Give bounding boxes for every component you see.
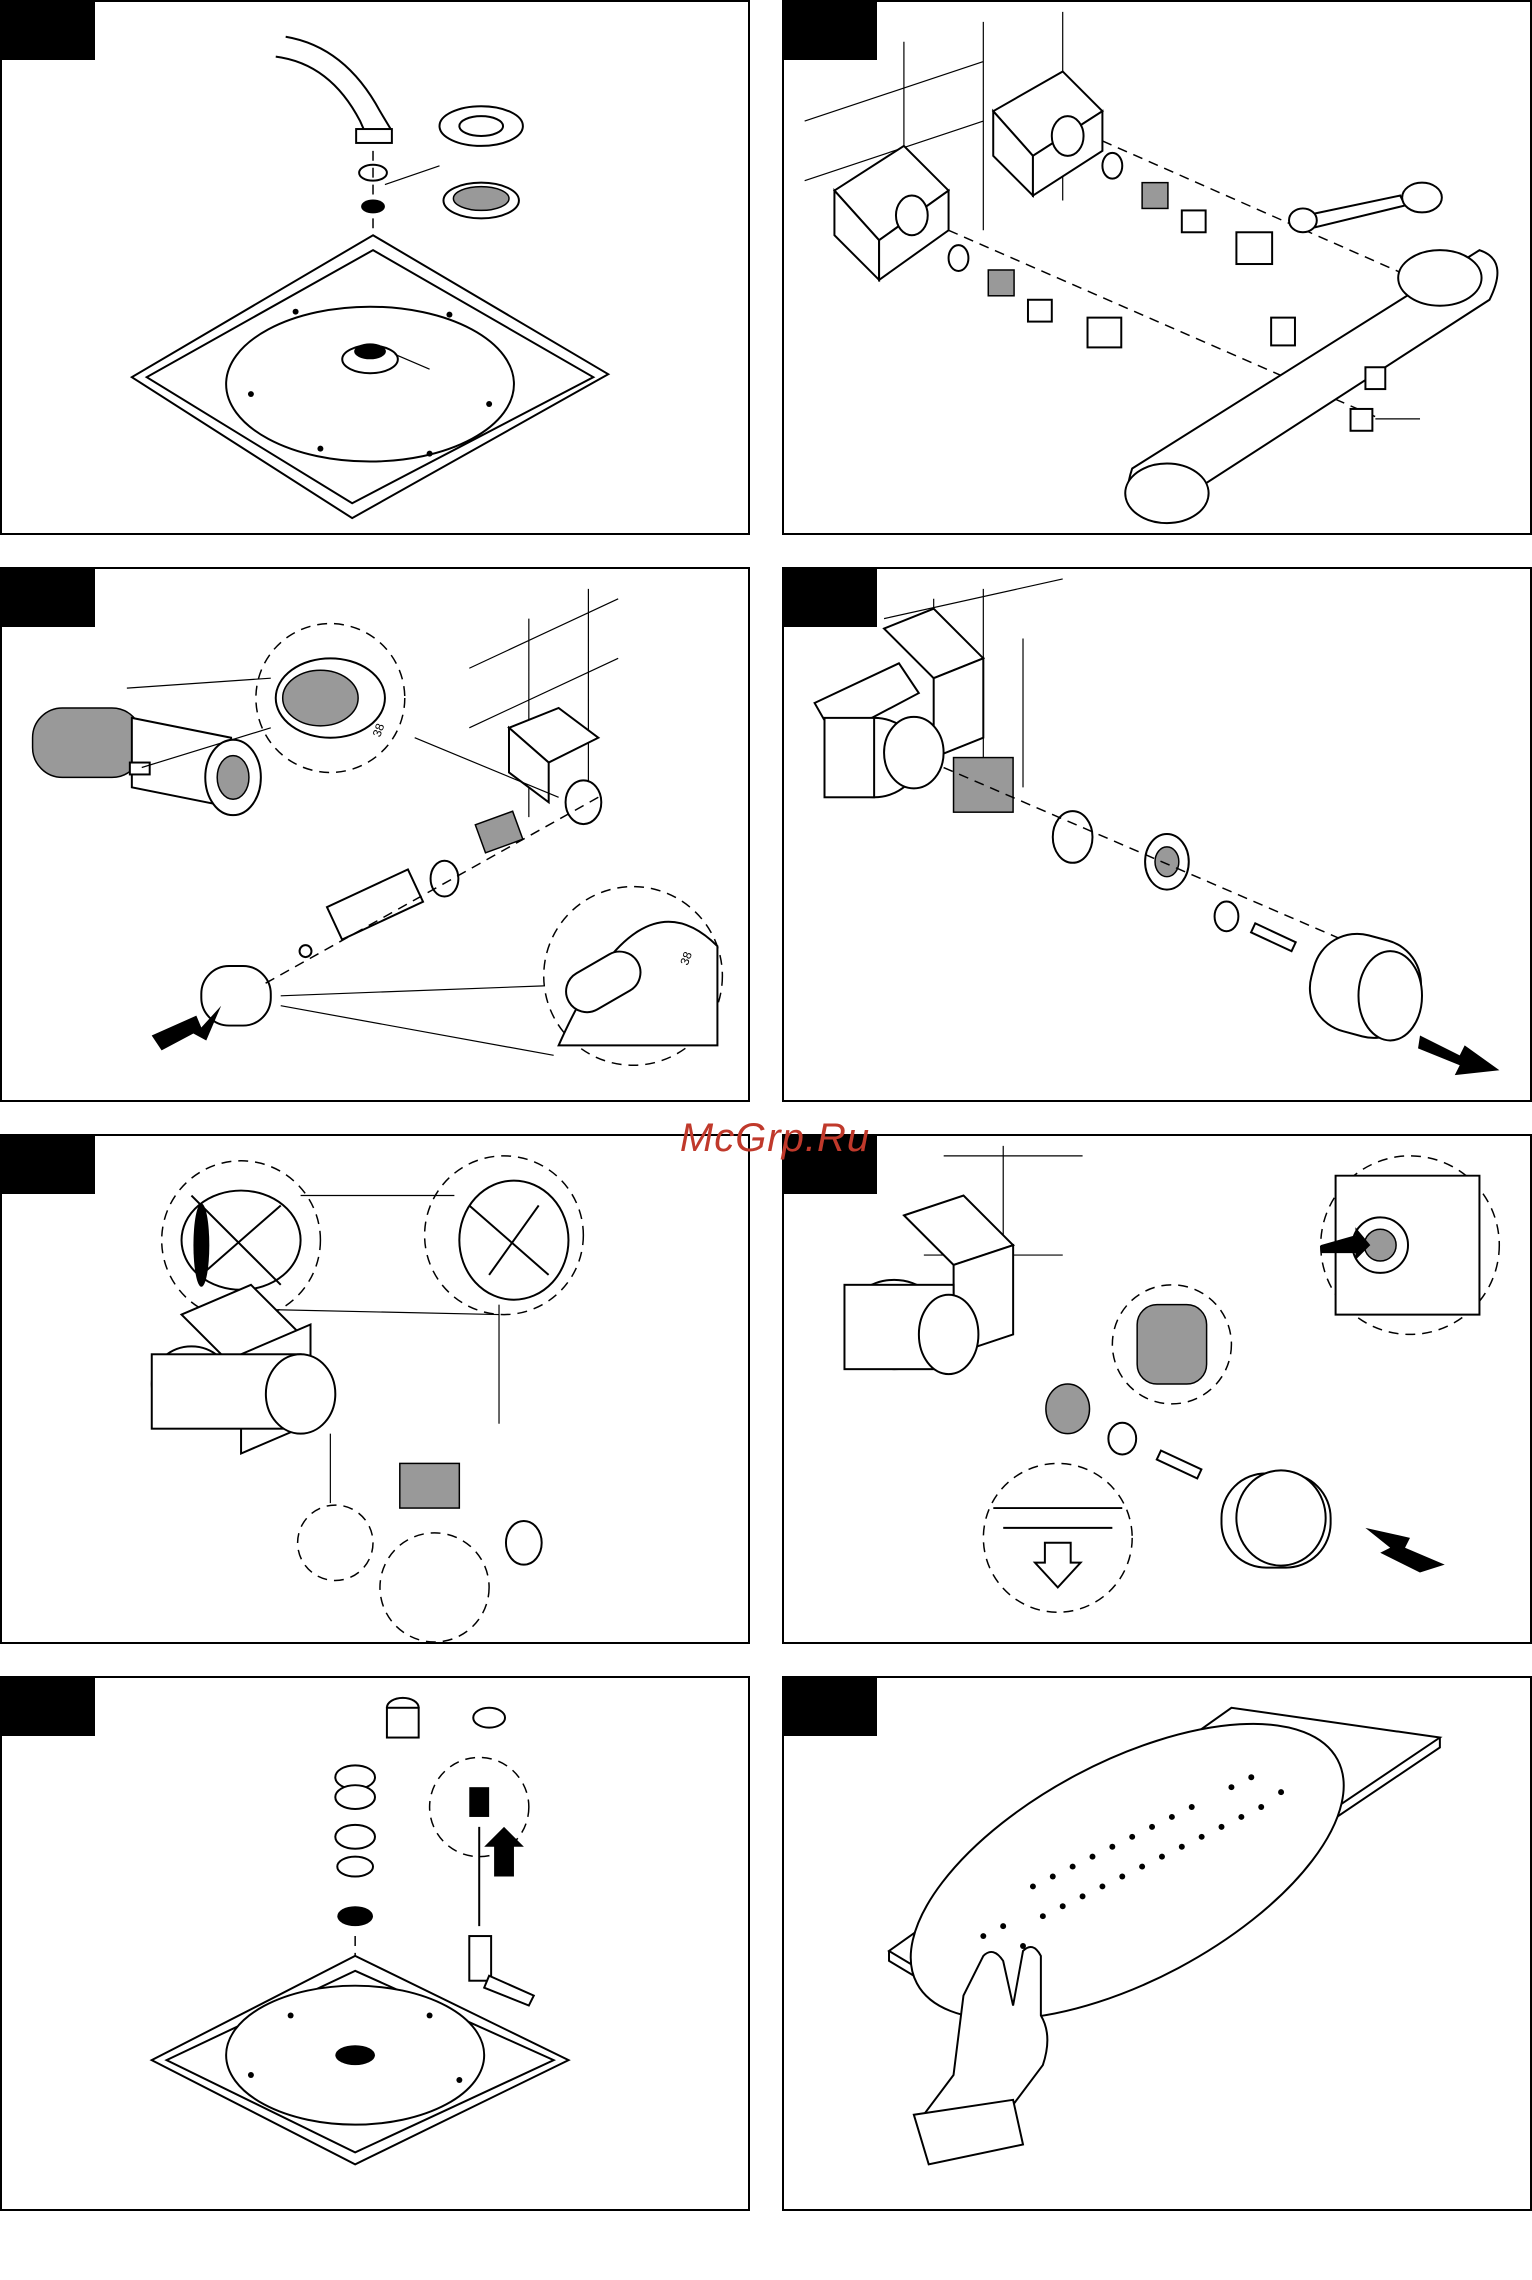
illustration-flow-limiter: [2, 1678, 748, 2209]
panel-5-cartridge-alignment: [0, 1134, 750, 1644]
direction-arrow-icon: [484, 1827, 524, 1877]
illustration-cartridge-removal: 38 38: [2, 569, 748, 1100]
panel-7-flow-limiter: [0, 1676, 750, 2211]
illustration-shower-head-arm: [2, 2, 748, 533]
panel-2-thermostat-mounting: [782, 0, 1532, 535]
illustration-cleaning-nozzles: [784, 1678, 1530, 2209]
push-arrow-icon: [1365, 1528, 1444, 1573]
panel-4-handle-removal: [782, 567, 1532, 1102]
panel-1-shower-head-arm: [0, 0, 750, 535]
illustration-handle-installation: [784, 1136, 1530, 1642]
dial-label-upper: 38: [370, 721, 388, 739]
illustration-cartridge-alignment: [2, 1136, 748, 1642]
panel-8-cleaning-nozzles: [782, 1676, 1532, 2211]
direction-arrow-icon: [1418, 1035, 1499, 1075]
illustration-thermostat-mounting: [784, 2, 1530, 533]
panel-3-cartridge-removal: 38 38: [0, 567, 750, 1102]
illustration-handle-removal: [784, 569, 1530, 1100]
panel-6-handle-installation: [782, 1134, 1532, 1644]
watermark: McGrp.Ru: [670, 1116, 880, 1161]
